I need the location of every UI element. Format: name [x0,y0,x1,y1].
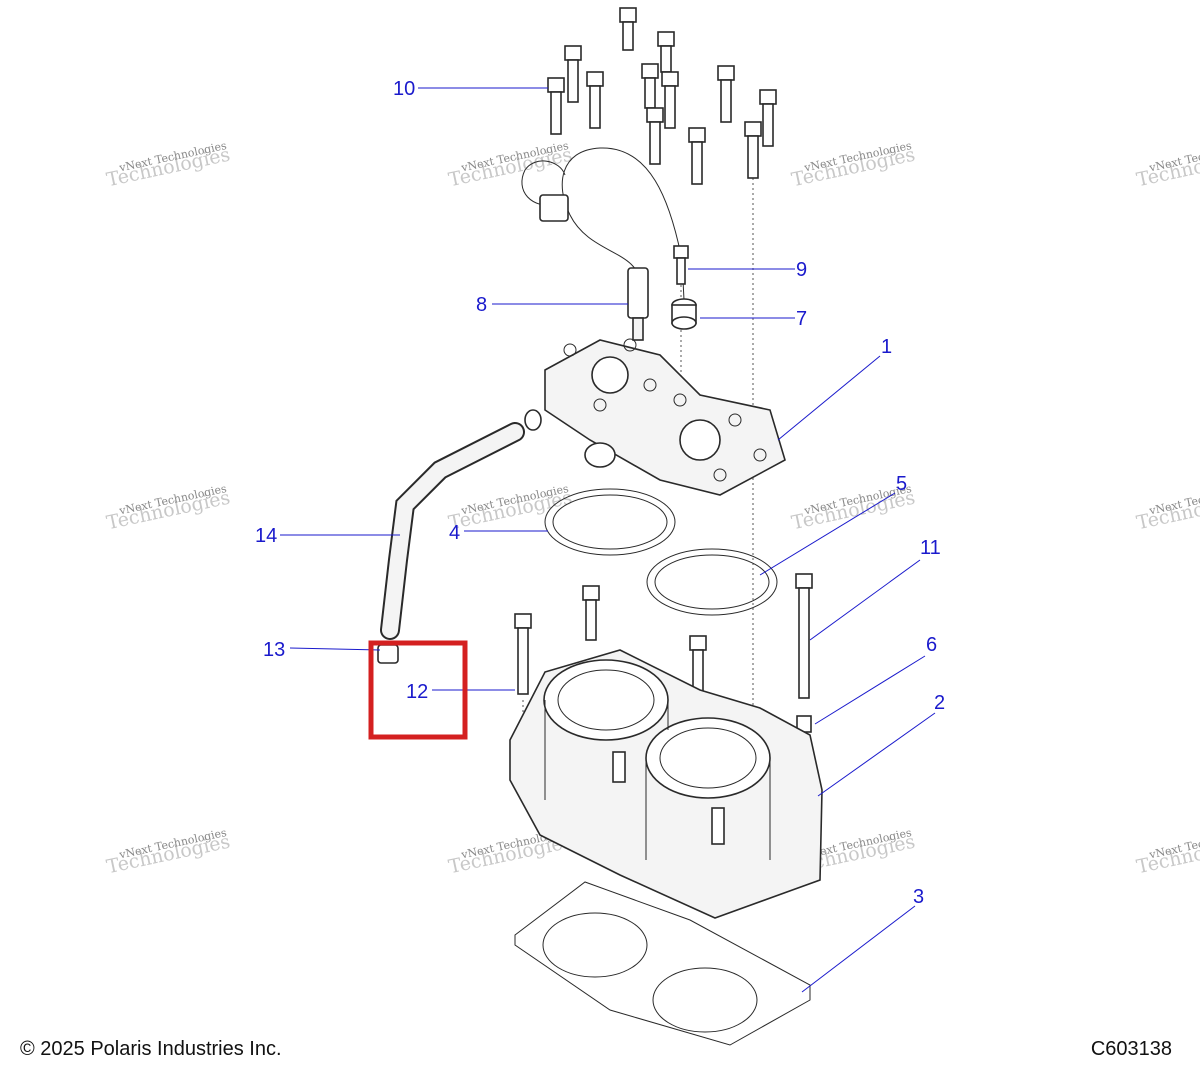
bolt-icon [619,7,637,51]
gasket-4 [544,488,676,556]
callout-5: 5 [896,473,907,495]
callout-14: 14 [255,525,277,547]
callout-1: 1 [881,336,892,358]
bolt-icon [661,71,679,129]
cylinder-bolts [514,573,813,733]
bolt-icon [547,77,565,135]
bolt-icon [564,45,582,103]
bolt-icon [586,71,604,129]
callout-4: 4 [449,522,460,544]
callout-2: 2 [934,692,945,714]
callout-13: 13 [263,639,285,661]
callout-11: 11 [920,537,941,559]
coolant-hose [377,422,525,664]
base-gasket [514,881,811,1046]
bolt-icon [646,107,664,165]
bolt-icon [582,585,600,641]
callout-labels: 1 2 3 4 5 6 7 8 9 10 11 12 13 14 [255,78,945,908]
part-9-bolt [673,245,689,285]
part-7-spacer [671,298,697,330]
head-bolts [547,7,777,185]
sensor-wire [521,147,685,341]
cylinder-head [524,338,786,496]
callout-12: 12 [406,681,428,703]
bolt-icon [688,127,706,185]
leader-lines [280,87,936,993]
figure-id: C603138 [1090,1038,1172,1060]
bolt-icon [717,65,735,123]
callout-6: 6 [926,634,937,656]
bolt-icon [795,573,813,699]
bolt-icon [657,31,675,73]
copyright-text: © 2025 Polaris Industries Inc. [20,1038,282,1060]
bolt-icon [744,121,762,179]
gasket-5 [646,548,778,616]
callout-10: 10 [393,78,415,100]
callout-8: 8 [476,294,487,316]
callout-3: 3 [913,886,924,908]
callout-7: 7 [796,308,807,330]
bolt-icon [759,89,777,147]
bolt-icon [641,63,659,109]
cylinder-block [509,649,823,919]
callout-9: 9 [796,259,807,281]
bolt-icon [514,613,532,695]
highlight-box [368,640,468,740]
